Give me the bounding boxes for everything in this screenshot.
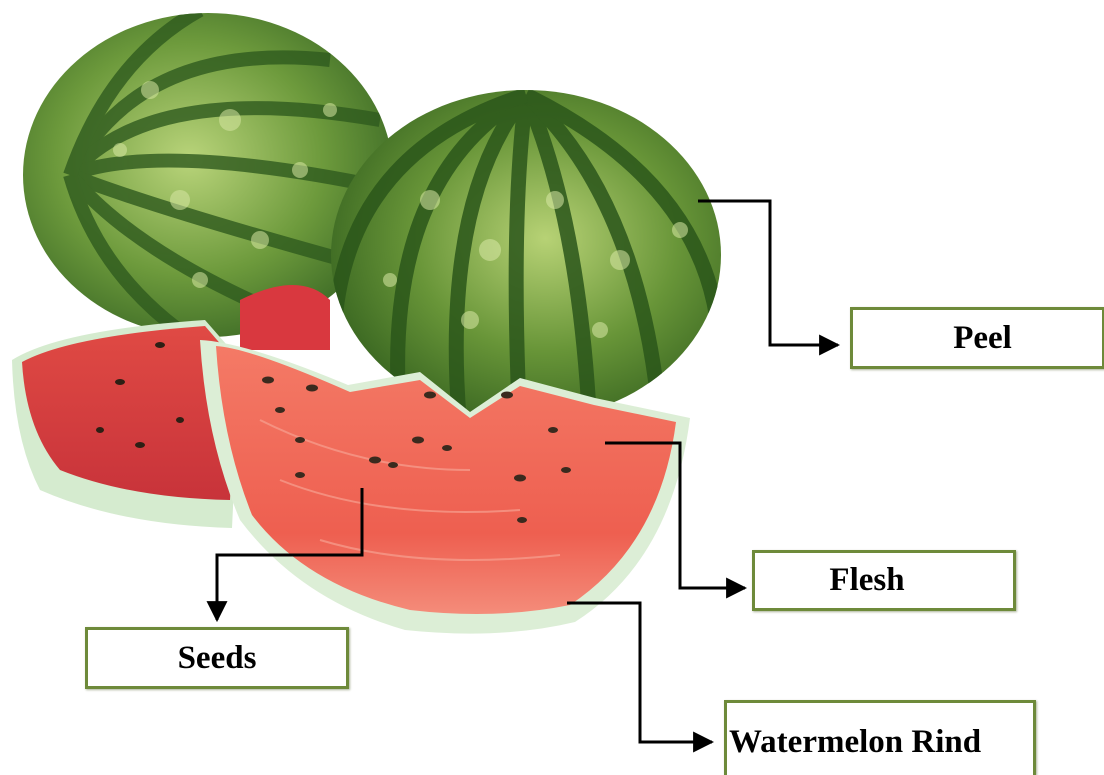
seeds-label-text: Seeds — [178, 640, 257, 677]
rind-label-text: Watermelon Rind — [729, 724, 981, 761]
flesh-label: Flesh — [752, 550, 1016, 611]
peel-label-text: Peel — [953, 320, 1012, 357]
seeds-label: Seeds — [85, 627, 349, 689]
peel-label: Peel — [850, 307, 1104, 369]
rind-label: Watermelon Rind — [724, 700, 1036, 775]
rind-pointer — [567, 603, 712, 742]
flesh-label-text: Flesh — [829, 562, 904, 599]
